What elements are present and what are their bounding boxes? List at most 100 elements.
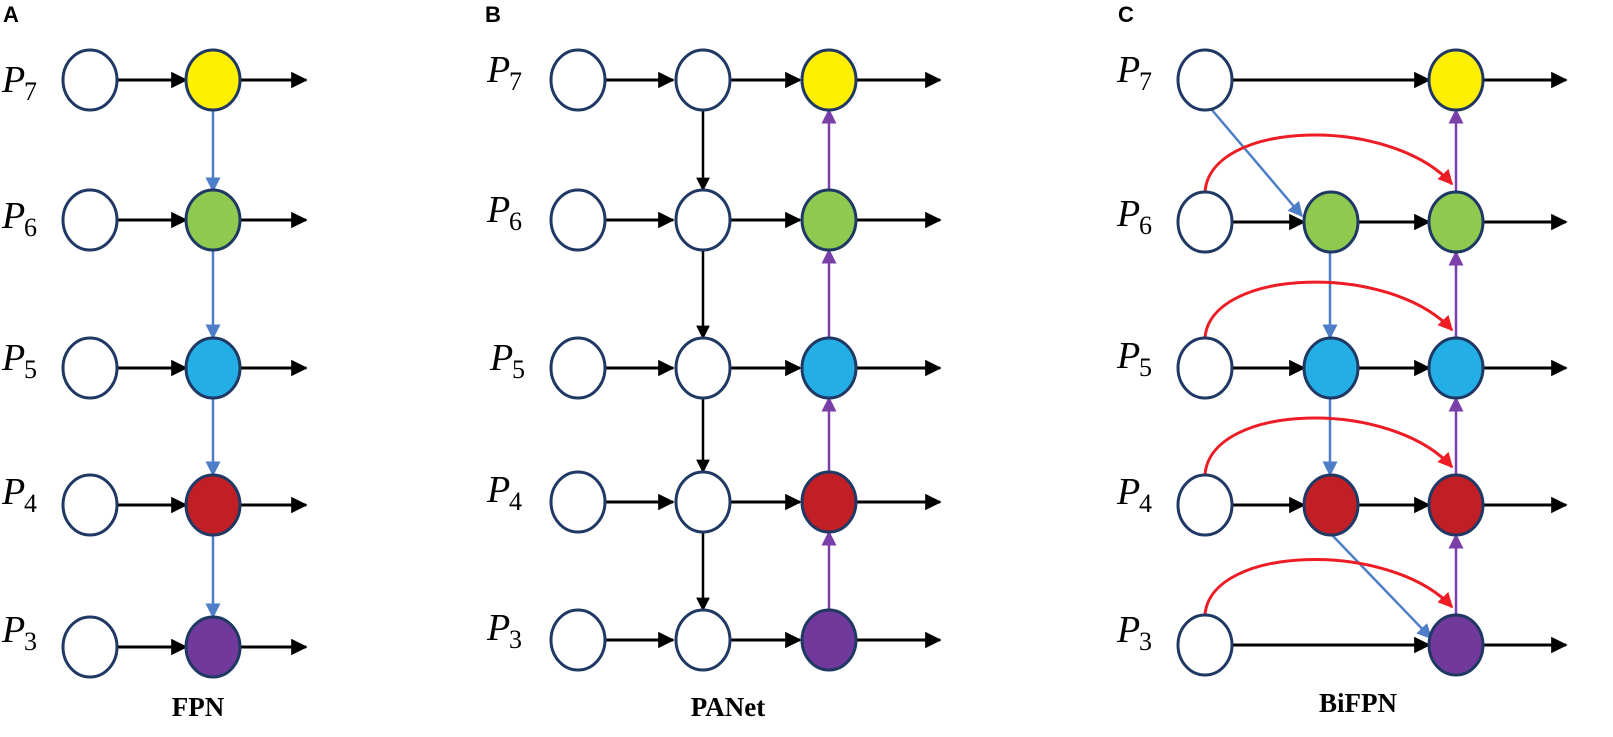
input-node-p7	[549, 48, 607, 112]
level-label-main: P	[1, 195, 25, 237]
skip-arrow	[1203, 133, 1454, 193]
input-node-p3	[61, 615, 119, 679]
input-node-p6	[549, 188, 607, 252]
level-label-main: P	[1, 337, 25, 379]
panel-caption: PANet	[691, 692, 765, 722]
lateral-arrows	[117, 71, 308, 656]
level-label-main: P	[1116, 49, 1140, 91]
panel-letter: C	[1118, 2, 1134, 27]
level-label-p4: P 4	[1116, 471, 1152, 518]
skip-arrow	[1203, 280, 1454, 339]
level-label-p4: P 4	[1, 471, 37, 518]
level-label-p7: P 7	[1116, 49, 1152, 96]
level-label-sub: 5	[24, 355, 37, 384]
level-label-sub: 6	[1139, 211, 1152, 240]
level-label-main: P	[1116, 193, 1140, 235]
level-label-sub: 5	[512, 355, 525, 384]
output-node-p6	[184, 188, 242, 252]
output-node-p4	[1427, 473, 1485, 537]
lateral-arrows	[1232, 71, 1568, 654]
level-label-main: P	[489, 337, 513, 379]
panel-fpn: A P 7 P 6 P 5 P 4 P 3	[1, 2, 308, 722]
intermediate-node-p3	[674, 608, 732, 672]
level-label-sub: 3	[1139, 627, 1152, 656]
level-label-p5: P 5	[489, 337, 525, 384]
output-node-p5	[1427, 336, 1485, 400]
intermediate-node-p6	[674, 188, 732, 252]
skip-arrow	[1203, 416, 1454, 476]
skip-arrow	[1203, 558, 1454, 616]
level-label-p6: P 6	[1116, 193, 1152, 240]
top-down-arrows	[1211, 109, 1433, 640]
nodes	[61, 48, 242, 679]
level-label-sub: 3	[24, 627, 37, 656]
output-node-p7	[800, 48, 858, 112]
panel-panet: B P 7 P 6 P 5 P 4 P 3	[485, 2, 942, 722]
panel-letter: B	[485, 2, 501, 27]
panel-bifpn: C P 7 P 6 P 5 P 4 P 3	[1116, 2, 1568, 718]
output-node-p4	[800, 470, 858, 534]
level-label-sub: 7	[1139, 67, 1152, 96]
level-label-p4: P 4	[486, 469, 522, 516]
input-node-p6	[1176, 190, 1234, 254]
input-node-p5	[1176, 336, 1234, 400]
level-label-main: P	[1, 471, 25, 513]
input-node-p4	[61, 473, 119, 537]
input-node-p7	[1176, 48, 1234, 112]
intermediate-node-p7	[674, 48, 732, 112]
intermediate-node-p6	[1302, 190, 1360, 254]
output-node-p3	[1427, 613, 1485, 677]
output-node-p7	[184, 48, 242, 112]
output-node-p3	[800, 608, 858, 672]
level-label-main: P	[1116, 335, 1140, 377]
level-label-sub: 6	[24, 213, 37, 242]
level-label-main: P	[1116, 609, 1140, 651]
level-label-p3: P 3	[486, 607, 522, 654]
level-label-p7: P 7	[1, 59, 37, 106]
nodes	[549, 48, 858, 672]
panel-letter: A	[3, 2, 19, 27]
output-node-p5	[184, 336, 242, 400]
level-label-sub: 4	[509, 487, 522, 516]
level-label-sub: 7	[24, 77, 37, 106]
input-node-p5	[61, 336, 119, 400]
level-label-main: P	[1, 59, 25, 101]
level-label-sub: 4	[24, 489, 37, 518]
intermediate-node-p5	[1302, 336, 1360, 400]
input-node-p5	[549, 336, 607, 400]
level-label-main: P	[486, 469, 510, 511]
nodes	[1176, 48, 1485, 677]
level-label-sub: 3	[509, 625, 522, 654]
level-label-main: P	[486, 607, 510, 649]
input-node-p6	[61, 188, 119, 252]
level-label-p6: P 6	[1, 195, 37, 242]
intermediate-node-p5	[674, 336, 732, 400]
level-label-main: P	[1116, 471, 1140, 513]
level-label-p3: P 3	[1116, 609, 1152, 656]
level-label-sub: 7	[509, 67, 522, 96]
level-label-main: P	[1, 609, 25, 651]
output-node-p4	[184, 473, 242, 537]
level-label-p5: P 5	[1, 337, 37, 384]
output-node-p3	[184, 615, 242, 679]
output-node-p5	[800, 336, 858, 400]
level-label-sub: 6	[509, 207, 522, 236]
output-node-p6	[800, 188, 858, 252]
top-down-arrow	[1211, 109, 1303, 218]
input-node-p3	[1176, 613, 1234, 677]
lateral-arrows	[605, 71, 942, 649]
output-node-p6	[1427, 190, 1485, 254]
input-node-p4	[549, 470, 607, 534]
level-label-p6: P 6	[486, 189, 522, 236]
level-label-main: P	[486, 189, 510, 231]
input-node-p3	[549, 608, 607, 672]
intermediate-node-p4	[1302, 473, 1360, 537]
input-node-p7	[61, 48, 119, 112]
input-node-p4	[1176, 473, 1234, 537]
output-node-p7	[1427, 48, 1485, 112]
intermediate-node-p4	[674, 470, 732, 534]
skip-connections	[1203, 133, 1454, 616]
level-label-p7: P 7	[486, 49, 522, 96]
top-down-arrow	[1331, 534, 1433, 640]
